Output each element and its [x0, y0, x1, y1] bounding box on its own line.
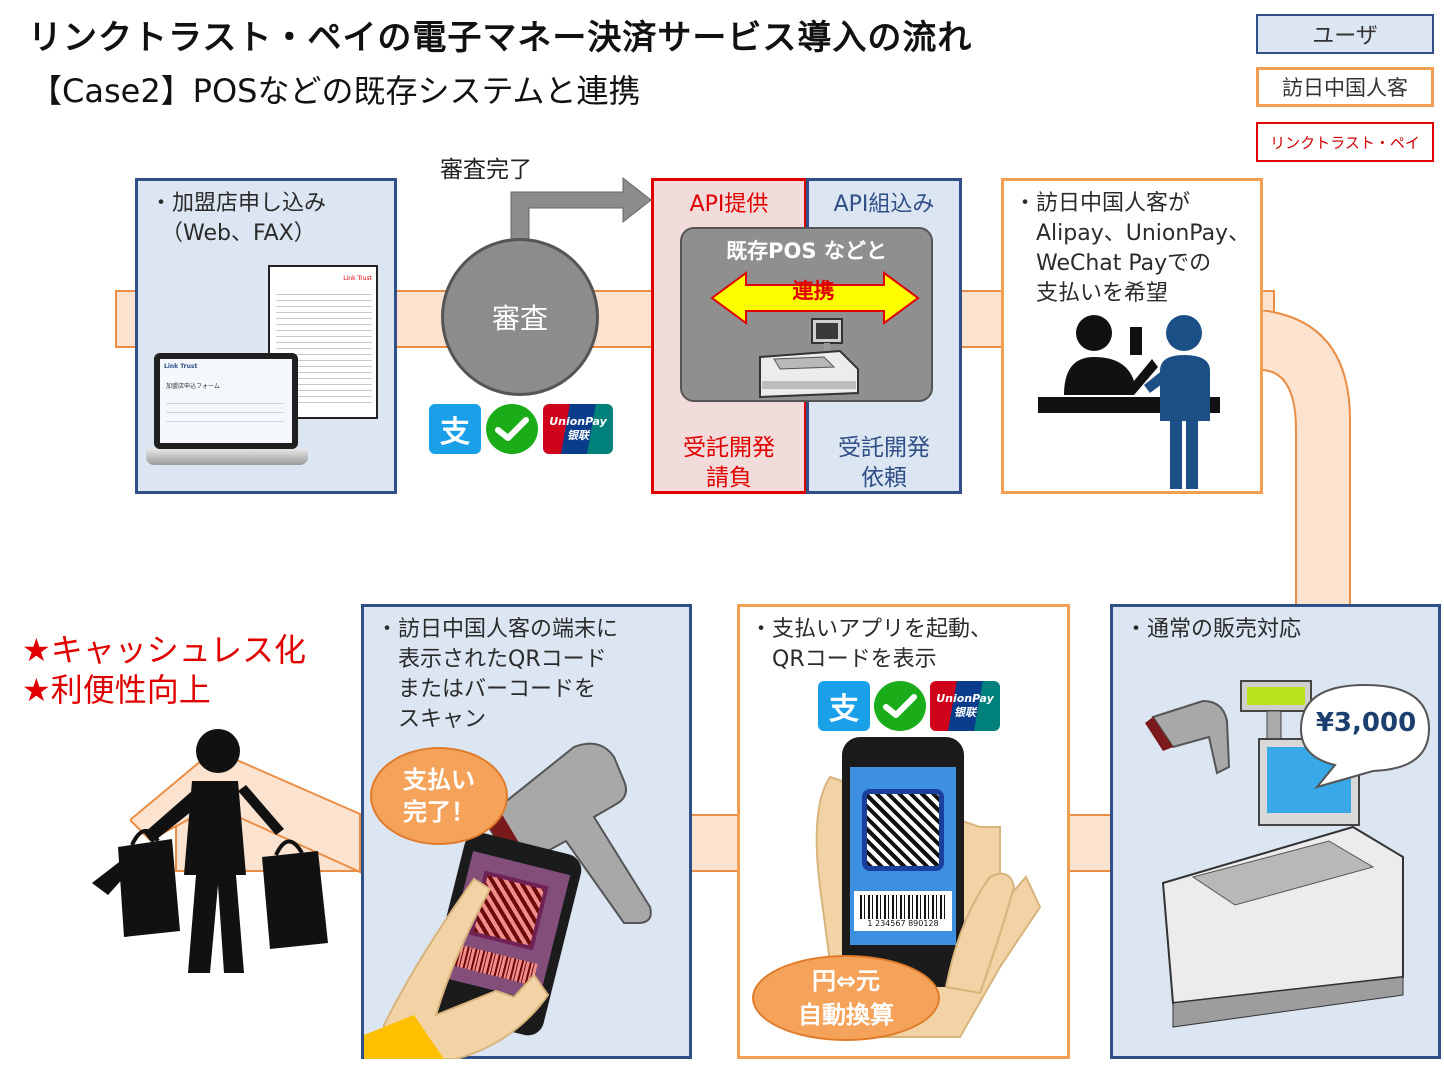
panel-guest-request: ・訪日中国人客が Alipay、UnionPay、 WeChat Payでの 支… [1001, 178, 1263, 494]
application-text: ・加盟店申し込み （Web、FAX） [150, 191, 327, 246]
review-done-arrow [510, 176, 652, 244]
panel-normal-sale: ・通常の販売対応 ¥3,000 [1110, 604, 1441, 1059]
barcode-number: 1 234567 890128 [867, 919, 939, 928]
qr-phone: 1 234567 890128 [842, 737, 964, 987]
review-circle: 審査 [441, 238, 599, 396]
laptop-form-fields [166, 395, 284, 425]
check-icon [883, 694, 917, 718]
currency-conversion-callout: 円⇔元 自動換算 [752, 955, 940, 1041]
review-done-label: 審査完了 [440, 157, 532, 183]
price-bubble-icon [1299, 683, 1431, 789]
link-label: 連携 [792, 279, 835, 303]
pos-register-icon [759, 318, 859, 399]
page-subtitle: 【Case2】POSなどの既存システムと連携 [30, 72, 641, 110]
double-arrow-icon [710, 271, 920, 325]
payment-done-callout: 支払い 完了！ [370, 747, 508, 845]
shopper-illustration [92, 729, 328, 973]
legend-linktrust: リンクトラスト・ペイ [1256, 122, 1434, 162]
wechat-pay-logo [874, 681, 926, 731]
hand-illustration [364, 877, 550, 1059]
check-icon [495, 417, 529, 441]
panel-scan: ・訪日中国人客の端末に 表示されたQRコード またはバーコードを スキャン 支払… [361, 604, 692, 1059]
pos-integration-box: 既存POS などと 連携 [680, 227, 933, 402]
laptop-screen: Link Trust 加盟店申込フォーム [160, 359, 292, 443]
show-qr-text: ・支払いアプリを起動、 QRコードを表示 [750, 617, 993, 672]
scan-text: ・訪日中国人客の端末に 表示されたQRコード またはバーコードを スキャン [376, 617, 619, 732]
wechat-pay-logo [486, 404, 538, 454]
api-provide-label: API提供 [689, 192, 769, 217]
review-label: 審査 [491, 302, 548, 335]
contract-accept-label: 受託開発 請負 [683, 435, 775, 491]
price-label: ¥3,000 [1315, 708, 1417, 738]
qr-phone-screen: 1 234567 890128 [850, 767, 956, 945]
laptop-illustration: Link Trust 加盟店申込フォーム [154, 353, 298, 449]
legend-guest: 訪日中国人客 [1256, 67, 1434, 107]
barcode: 1 234567 890128 [854, 891, 952, 931]
counter-people-illustration [1038, 315, 1220, 489]
laptop-base [146, 449, 308, 465]
guest-request-text: ・訪日中国人客が Alipay、UnionPay、 WeChat Payでの 支… [1014, 191, 1251, 306]
fax-form-brand: Link Trust [343, 275, 372, 282]
api-embed-label: API組込み [833, 192, 935, 217]
thumb-illustration [944, 872, 1016, 995]
qr-code [862, 789, 944, 871]
panel-application: ・加盟店申し込み （Web、FAX） Link Trust Link Trust… [135, 178, 397, 494]
legend-user: ユーザ [1256, 14, 1434, 54]
flow-pipe-curve [1259, 310, 1351, 610]
pos-label: 既存POS などと [726, 239, 887, 263]
barcode-bars [860, 895, 946, 919]
alipay-logo: 支 [818, 681, 870, 731]
laptop-form-caption: 加盟店申込フォーム [166, 383, 220, 390]
alipay-logo: 支 [429, 404, 481, 454]
page-title: リンクトラスト・ペイの電子マネー決済サービス導入の流れ [28, 18, 973, 58]
laptop-brand: Link Trust [164, 363, 198, 370]
contract-request-label: 受託開発 依頼 [838, 435, 930, 491]
merits-text: ★キャッシュレス化 ★利便性向上 [22, 631, 307, 709]
normal-sale-text: ・通常の販売対応 [1125, 617, 1302, 642]
